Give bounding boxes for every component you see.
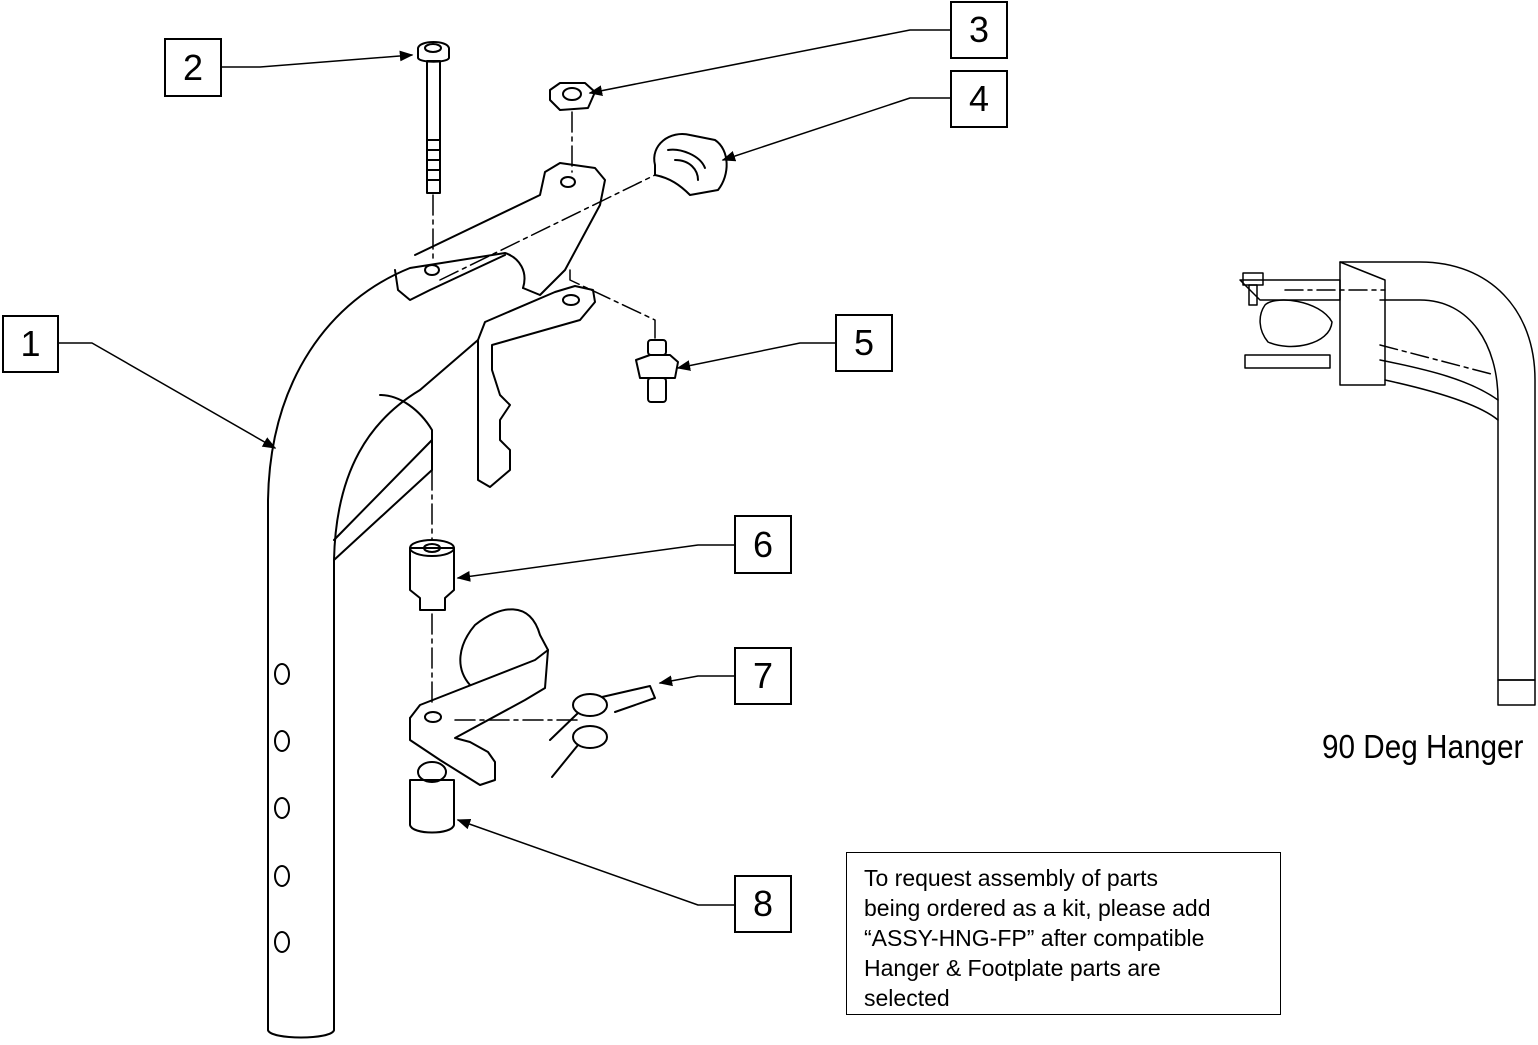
callout-4: 4	[950, 70, 1008, 128]
callout-2: 2	[164, 38, 222, 97]
callout-3: 3	[950, 1, 1008, 59]
callout-1: 1	[2, 315, 59, 373]
latch-lever	[409, 608, 549, 786]
note-line: “ASSY-HNG-FP” after compatible	[864, 925, 1205, 951]
bolt	[417, 41, 450, 194]
torsion-spring	[549, 685, 656, 778]
inset-90-deg-hanger	[1239, 261, 1536, 706]
note-line: selected	[864, 985, 950, 1011]
spacer	[409, 539, 455, 611]
assembly-note: To request assembly of parts being order…	[846, 852, 1281, 1015]
note-line: Hanger & Footplate parts are	[864, 955, 1161, 981]
bushing	[653, 133, 728, 196]
callout-8: 8	[734, 875, 792, 933]
alignment-centerlines	[431, 111, 656, 721]
note-line: To request assembly of parts	[864, 865, 1159, 891]
lower-spacer	[409, 761, 455, 834]
note-line: being ordered as a kit, please add	[864, 895, 1211, 921]
inset-label: 90 Deg Hanger	[1322, 728, 1524, 765]
callout-6: 6	[734, 515, 792, 574]
callout-7: 7	[734, 647, 792, 705]
hanger-frame-tube	[267, 162, 606, 1039]
nut	[549, 82, 596, 111]
stud	[635, 339, 679, 403]
leader-lines	[57, 29, 951, 906]
callout-5: 5	[835, 314, 893, 372]
